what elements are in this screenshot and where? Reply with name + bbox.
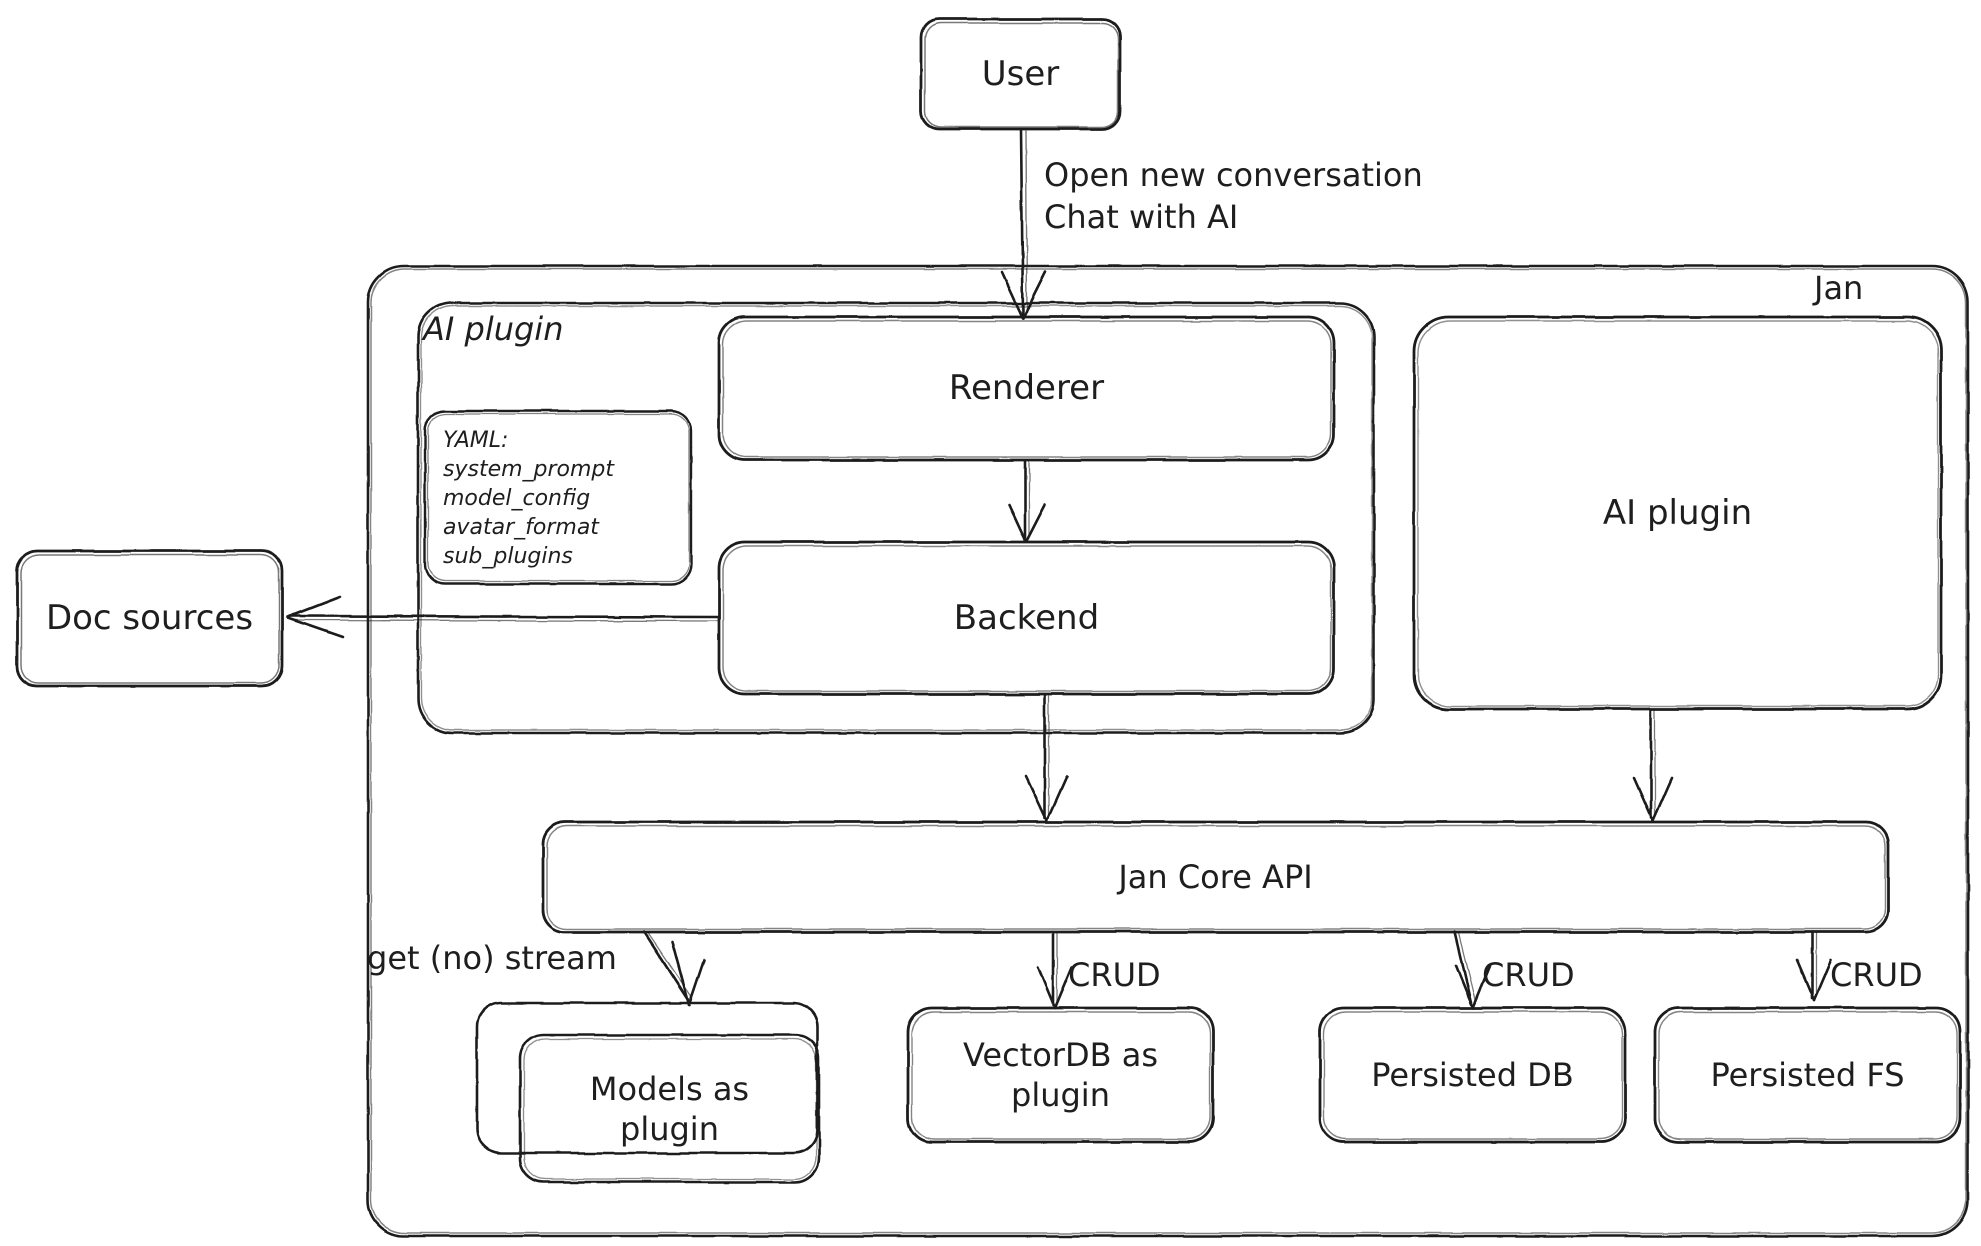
jan-group-shape [366,264,1970,1238]
arrow-core-to-persisted-db [1453,930,1492,1010]
arrow-backend-to-core [1024,693,1069,823]
arrow-renderer-to-backend [1007,459,1047,544]
vectordb-plugin-box-shape [906,1006,1215,1144]
doc-sources-box-shape [15,549,284,688]
yaml-config-text: YAML: system_prompt model_config avatar_… [443,428,615,570]
arrow-user-to-renderer [1000,128,1048,320]
renderer-box-shape [717,315,1336,462]
persisted-db-box-shape [1318,1006,1627,1144]
backend-box-shape [717,540,1336,696]
arrow-core-to-vectordb [1036,930,1074,1010]
arrow-core-to-persisted-fs [1795,930,1833,1002]
edge-label-crud-persisted-fs: CRUD [1830,956,1923,994]
arrow-backend-to-doc-sources [286,595,720,639]
arrow-ai-plugin-to-core [1632,708,1674,823]
persisted-fs-box-shape [1653,1006,1962,1144]
ai-plugin-group-label: AI plugin [423,310,564,348]
edge-label-crud-vectordb: CRUD [1068,956,1161,994]
jan-group-label: Jan [1814,269,1864,307]
jan-core-api-box-shape [541,820,1890,934]
user-box-shape [919,17,1122,131]
arrow-core-to-models [642,930,706,1007]
yaml-box-shape [423,409,693,586]
models-plugin-front-box-shape [518,1033,821,1184]
ai-plugin-box-shape [1412,315,1943,711]
ai-plugin-group-shape [416,301,1376,735]
models-plugin-back-box-shape [475,1001,819,1155]
edge-label-crud-persisted-db: CRUD [1482,956,1575,994]
edge-label-get-no-stream: get (no) stream [367,939,617,977]
edge-label-open-new-conversation: Open new conversation Chat with AI [1044,156,1423,236]
